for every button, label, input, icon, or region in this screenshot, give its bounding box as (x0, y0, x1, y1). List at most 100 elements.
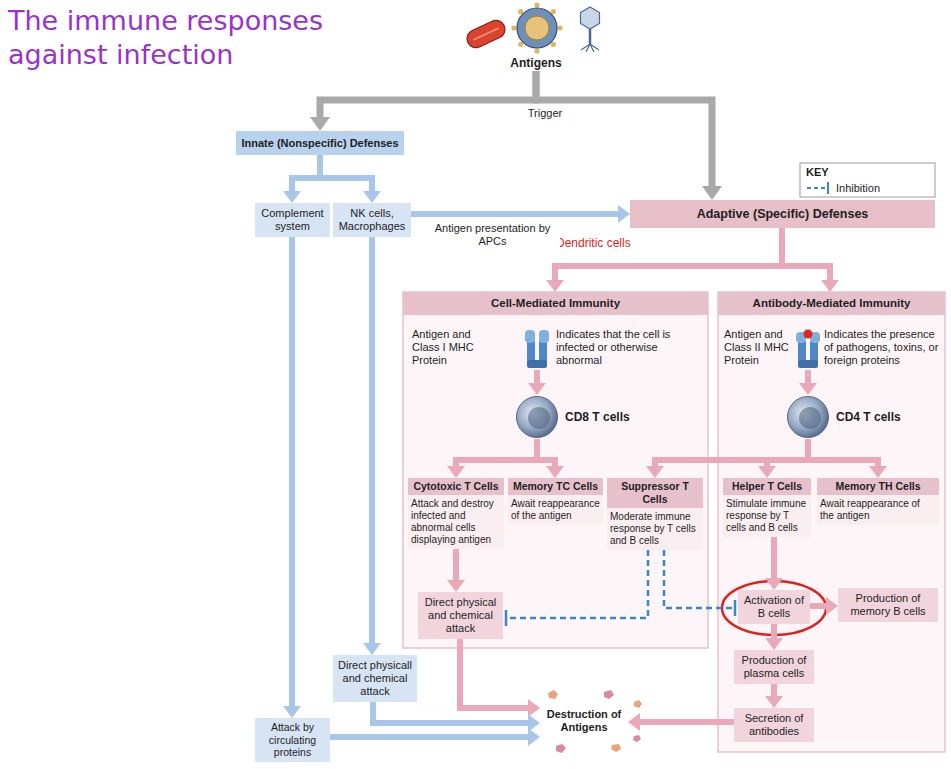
connector-line (320, 71, 536, 118)
arrow-connector (447, 549, 465, 592)
inhibition-connector (664, 550, 735, 616)
connector-line (411, 211, 619, 217)
t-cell: CD4 T cells (786, 395, 916, 439)
box-title: Destruction of Antigens (544, 708, 624, 734)
box-title: NK cells, Macrophages (337, 207, 407, 233)
annotation-text: Indicates the presence of pathogens, tox… (824, 328, 940, 367)
process-box: NK cells, Macrophages (333, 203, 411, 237)
cell-membrane (788, 397, 829, 438)
virus-spike (534, 48, 539, 53)
pointer-head (528, 383, 546, 395)
arrowhead (528, 699, 540, 717)
sample-line (807, 187, 826, 189)
cell-nucleus (528, 407, 550, 429)
arrow-connector (536, 71, 722, 200)
panel-backgrounds (403, 292, 945, 752)
annotation-text: Indicates that the cell is infected or o… (556, 328, 696, 367)
arrow-connector (765, 624, 783, 650)
mhc-class-i-icon (525, 330, 549, 368)
connector-line (808, 439, 878, 467)
connector-line (369, 237, 375, 644)
process-box: Secretion of antibodies (734, 708, 814, 742)
box-title: Memory TH Cells (817, 478, 939, 495)
box-body: Await reappearance of the antigen (817, 495, 939, 525)
arrow-connector (283, 155, 320, 203)
connector-line (655, 439, 808, 467)
virus-spike (557, 25, 562, 30)
icon-arrows (528, 370, 817, 395)
defense-box: Adaptive (Specific) Defenses (630, 200, 935, 228)
inhibition-connector (506, 550, 648, 626)
box-title: Direct physical and chemical attack (422, 596, 499, 635)
box-title: Complement system (259, 207, 326, 233)
process-box: Production of plasma cells (734, 650, 814, 684)
mhc-class-ii-icon (796, 330, 820, 369)
connector-line (330, 734, 529, 740)
fragment (633, 735, 641, 742)
process-box: Direct physicall and chemical attack (333, 655, 417, 702)
phage-icon (581, 7, 600, 52)
arrowhead (618, 205, 630, 223)
arrowhead (283, 706, 301, 718)
outcome-box: Destruction of Antigens (540, 700, 628, 742)
mhc-top (539, 330, 549, 343)
virus-core (525, 16, 549, 40)
mhc-top (525, 330, 535, 343)
arrow-connector (310, 71, 536, 131)
cell-nucleus (799, 407, 821, 429)
arrowhead (447, 580, 465, 592)
box-title: Adaptive (Specific) Defenses (636, 206, 929, 222)
arrowhead (528, 714, 540, 732)
box-title: Direct physicall and chemical attack (337, 659, 413, 698)
sample-bar (827, 182, 829, 194)
box-title: Helper T Cells (723, 478, 811, 495)
connector-line (555, 228, 782, 281)
t-cell: CD8 T cells (515, 395, 645, 439)
antigen-box: Antigens (490, 56, 582, 71)
box-body: Stimulate immune response by T cells and… (723, 495, 811, 537)
process-box: Production of memory B cells (838, 588, 938, 622)
arrowhead (363, 191, 381, 203)
connector-line (771, 684, 777, 697)
box-body: Attack and destroy infected and abnormal… (408, 495, 504, 549)
box-body: Await reappearance of the antigen (508, 495, 603, 525)
box-title: Production of plasma cells (738, 654, 810, 680)
annotation-text: Antigen and Class I MHC Protein (412, 328, 492, 367)
box-title: CD8 T cells (565, 409, 645, 425)
panel-frame (403, 292, 708, 648)
connector-line (292, 155, 320, 192)
arrow-connector (646, 439, 808, 478)
annotation-text: Antigen and Class II MHC Protein (724, 328, 794, 367)
arrowhead (765, 638, 783, 650)
box-title: Activation of B cells (742, 594, 806, 620)
phage-leg (586, 44, 590, 52)
box-title: Innate (Nonspecific) Defenses (240, 136, 400, 150)
virus-envelope (517, 8, 557, 48)
connector-line (373, 702, 529, 723)
connector-line (782, 228, 830, 281)
connector-line (664, 550, 735, 608)
arrowhead (869, 466, 887, 478)
arrowhead (363, 643, 381, 655)
virus-icon (511, 2, 562, 53)
box-title: Attack by circulating proteins (259, 721, 326, 759)
connector-line (537, 439, 555, 467)
box-title: Production of memory B cells (842, 592, 934, 618)
cell-type-card: Memory TH CellsAwait reappearance of the… (817, 478, 939, 525)
arrow-connector (373, 702, 540, 732)
box-title: CD4 T cells (836, 409, 916, 425)
antigen-illustration (464, 2, 599, 53)
box-title: Cytotoxic T Cells (408, 478, 504, 495)
fragment (634, 700, 642, 708)
connector-line (460, 639, 529, 708)
arrow-connector (808, 439, 887, 478)
fragment (556, 744, 566, 753)
fragment (604, 690, 614, 699)
arrow-connector (283, 237, 301, 718)
box-title: Secretion of antibodies (738, 712, 810, 738)
arrowhead (528, 728, 540, 746)
trigger-label: Trigger (515, 107, 575, 120)
arrow-connector (460, 639, 540, 717)
edge-label: Antigen presentation by APCs (425, 222, 560, 248)
virus-spike (534, 2, 539, 7)
